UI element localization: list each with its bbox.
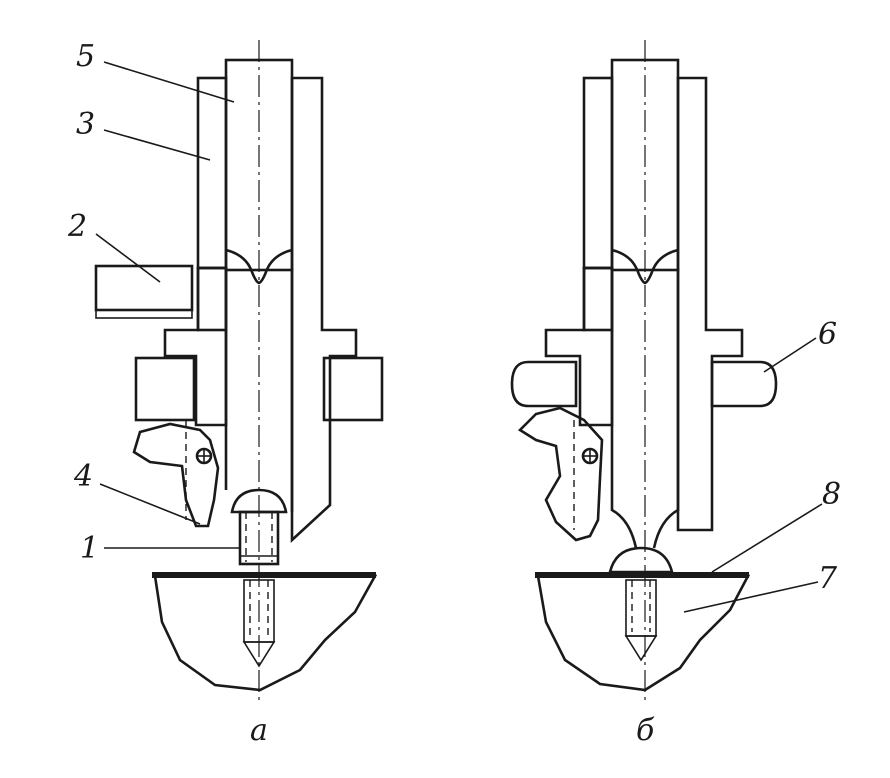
label-3: 3 (76, 107, 95, 142)
guide-tube-right-a (290, 76, 358, 543)
sheet-b (535, 572, 749, 578)
label-4: 4 (73, 459, 93, 494)
guide-tube-right-b (676, 76, 744, 532)
plate-a (94, 264, 194, 312)
label-5: 5 (76, 39, 95, 74)
ring-right-a (322, 356, 384, 422)
stud-head-a (230, 488, 288, 514)
guide-tube-left-b (582, 76, 614, 270)
stud-head-b (608, 546, 674, 574)
label-1: 1 (80, 531, 99, 566)
latch-b (517, 406, 604, 542)
panel-a: 5 3 2 4 1 а (67, 39, 384, 748)
base-plate-a (152, 572, 376, 578)
panel-b: 6 8 7 б (510, 40, 841, 748)
holder-left-a (163, 266, 228, 427)
workpiece-b (536, 574, 751, 692)
latch-a (132, 422, 220, 528)
caption-a: а (250, 713, 268, 748)
caption-b: б (636, 713, 655, 748)
label-8: 8 (822, 477, 841, 512)
workpiece-a (153, 574, 378, 692)
label-2: 2 (67, 209, 87, 244)
label-7: 7 (818, 561, 838, 596)
ring-left-b (510, 360, 578, 408)
ring-left-a (134, 356, 196, 422)
ring-right-b (710, 360, 778, 408)
label-6: 6 (818, 317, 837, 352)
guide-tube-left-a (196, 76, 228, 270)
holder-left-b (544, 266, 614, 427)
